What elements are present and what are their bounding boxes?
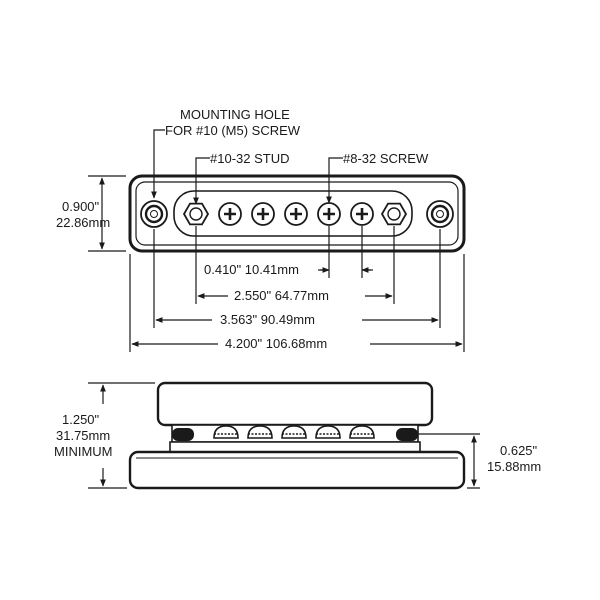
overall-length-label: 4.200" 106.68mm bbox=[225, 336, 327, 351]
side-height-in-label: 1.250" bbox=[62, 412, 100, 427]
screw-1-icon bbox=[218, 202, 242, 226]
mounting-hole-label-line2: FOR #10 (M5) SCREW bbox=[165, 123, 301, 138]
side-height-note-label: MINIMUM bbox=[54, 444, 113, 459]
base-height-in-label: 0.625" bbox=[500, 443, 538, 458]
stud-spacing-label: 2.550" 64.77mm bbox=[234, 288, 329, 303]
stud-left-icon bbox=[182, 202, 210, 226]
height-in-label: 0.900" bbox=[62, 199, 100, 214]
screw-3-icon bbox=[284, 202, 308, 226]
hole-spacing-label: 3.563" 90.49mm bbox=[220, 312, 315, 327]
top-view: MOUNTING HOLE FOR #10 (M5) SCREW #10-32 … bbox=[56, 107, 466, 352]
cover-side bbox=[156, 381, 434, 427]
base-side bbox=[128, 450, 466, 490]
screw-pitch-label: 0.410" 10.41mm bbox=[204, 262, 299, 277]
stud-right-icon bbox=[380, 202, 408, 226]
screw-5-icon bbox=[350, 202, 374, 226]
side-view: 1.250" 31.75mm MINIMUM 0.625" 15.88mm bbox=[54, 381, 541, 490]
stud-leader bbox=[193, 157, 210, 205]
mounting-hole-leader bbox=[151, 129, 165, 199]
screw-leader bbox=[326, 157, 343, 204]
screw-label: #8-32 SCREW bbox=[343, 151, 429, 166]
screw-4-icon bbox=[317, 202, 341, 226]
mounting-hole-right bbox=[426, 200, 454, 228]
side-height-mm-label: 31.75mm bbox=[56, 428, 110, 443]
height-mm-label: 22.86mm bbox=[56, 215, 110, 230]
side-screw-heads bbox=[213, 425, 375, 439]
screw-2-icon bbox=[251, 202, 275, 226]
base-height-mm-label: 15.88mm bbox=[487, 459, 541, 474]
stud-label: #10-32 STUD bbox=[210, 151, 289, 166]
mounting-hole-label-line1: MOUNTING HOLE bbox=[180, 107, 290, 122]
mounting-hole-left bbox=[140, 200, 168, 228]
